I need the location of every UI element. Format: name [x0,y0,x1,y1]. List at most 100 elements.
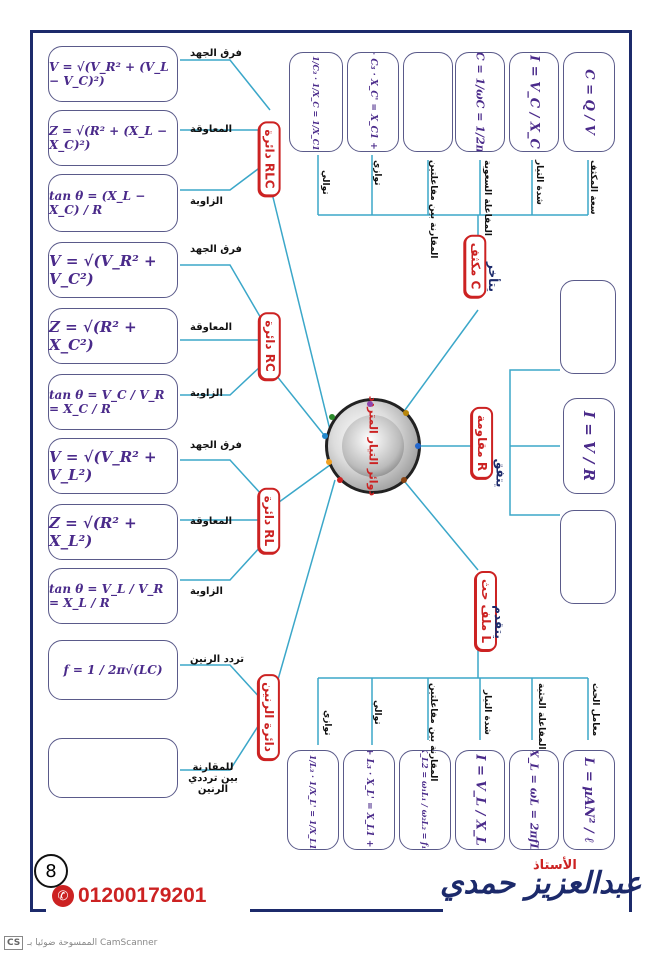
resonance-label: تردد الرنين [190,654,244,665]
rc-formula-box: tan θ = V_C / V_R = X_C / R [48,374,178,430]
rc-label: المعاوقة [190,322,233,333]
rl-label: المعاوقة [190,516,233,527]
scanner-watermark: CS الممسوحة ضوئيا بـ CamScanner [4,936,157,950]
inductor-formula: I = V_L / X_L [472,754,488,846]
resonance-formula-box [48,738,178,798]
connector-dot [337,477,343,483]
page-frame-bottom-left [30,909,46,912]
inductor-label: توازي [322,710,332,736]
rl-label: فرق الجهد [190,440,242,451]
inductor-verb: يتقدم [491,605,506,639]
teacher-title: الأستاذ [533,858,577,873]
inductor-formula-box: X_L = ωL = 2πfL [509,750,559,850]
camscanner-logo: CS [4,936,24,950]
rlc-formula: V = √(V_R² + (V_L − V_C)²) [49,60,169,88]
resistor-formula-box: I = V / R [563,398,615,494]
capacitor-label: المقارنة بين مفاعلتين [428,160,438,259]
connector-dot [322,433,328,439]
rl-formula-box: tan θ = V_L / V_R = X_L / R [48,568,178,624]
phone-contact: ✆ 01200179201 [52,884,206,908]
capacitor-label: توالي [320,170,330,195]
rl-formula: tan θ = V_L / V_R = X_L / R [49,582,164,610]
phone-icon: ✆ [52,885,74,907]
rlc-label: المعاوقة [190,124,233,135]
inductor-formula-box: L' = L₁ + L₂ + L₃ · X_L' = X_L1 + X_L2 +… [343,750,395,850]
capacitor-formula-box [403,52,453,152]
rl-label: الزاوية [190,586,223,597]
resistor-formula-box [560,280,616,374]
resonance-label: للمقارنة بين ترددي الرنين [188,762,238,795]
capacitor-formula: C = Q / V [581,69,597,135]
rlc-label: فرق الجهد [190,48,242,59]
center-title: دوائر التيار المتردد [366,395,380,497]
connector-dot [415,443,421,449]
resistor-tag: مقاومة R [471,406,494,480]
page-number: 8 [34,854,68,888]
rl-formula-box: Z = √(R² + X_L²) [48,504,178,560]
rc-label: فرق الجهد [190,244,242,255]
resistor-verb: يتفق [493,458,508,488]
rlc-label: الزاوية [190,196,223,207]
resistor-formula-box [560,510,616,604]
rl-formula-box: V = √(V_R² + V_L²) [48,438,178,494]
rlc-formula-box: V = √(V_R² + (V_L − V_C)²) [48,46,178,102]
rc-tag: دائرة RC [258,312,281,380]
rc-formula: V = √(V_R² + V_C²) [49,252,157,288]
capacitor-label: المفاعلة السعوية [482,160,492,236]
inductor-formula-box: L = μAN² / ℓ [563,750,615,850]
capacitor-formula: X_C = 1/ωC = 1/2πfC [473,52,487,152]
page-frame-bottom [250,909,443,912]
connector-dot [403,410,409,416]
rl-tag: دائرة RL [258,487,281,555]
capacitor-formula-box: C = C₁ + C₂ + C₃ · X_C' = X_C1 + X_C2 + … [347,52,399,152]
capacitor-label: سعة المكثف [588,160,598,215]
inductor-formula-box: X_L1 / X_L2 = ω₁L₁ / ω₂L₂ = f₁L₁ / f₂L₂ [399,750,451,850]
capacitor-formula-box: X_C = 1/ωC = 1/2πfC [455,52,505,152]
rc-label: الزاوية [190,388,223,399]
connector-dot [329,414,335,420]
capacitor-formula: 1/C = 1/C₁ + 1/C₂ + 1/C₃ · 1/X_C = 1/X_C… [311,53,321,151]
inductor-formula-box: 1/L' = 1/L₁ + 1/L₂ + 1/L₃ · 1/X_L' = 1/X… [287,750,339,850]
rlc-formula-box: Z = √(R² + (X_L − X_C)²) [48,110,178,166]
teacher-signature: عبدالعزيز حمدي [440,866,642,901]
inductor-label: شدة التيار [482,690,492,735]
capacitor-formula-box: I = V_C / X_C [509,52,559,152]
inductor-label: توالي [372,700,382,725]
resonance-tag: دائرة الرنين [257,674,280,760]
rc-formula-box: Z = √(R² + X_C²) [48,308,178,364]
rc-formula-box: V = √(V_R² + V_C²) [48,242,178,298]
rlc-formula: Z = √(R² + (X_L − X_C)²) [49,124,168,152]
rlc-formula: tan θ = (X_L − X_C) / R [49,189,146,217]
capacitor-verb: يتأخر [486,261,501,293]
capacitor-formula: C = C₁ + C₂ + C₃ · X_C' = X_C1 + X_C2 + … [368,53,378,151]
rl-formula: Z = √(R² + X_L²) [49,514,137,550]
resonance-formula: f = 1 / 2π√(LC) [63,663,163,677]
capacitor-formula: I = V_C / X_C [526,55,542,149]
connector-dot [326,459,332,465]
capacitor-formula-box: 1/C = 1/C₁ + 1/C₂ + 1/C₃ · 1/X_C = 1/X_C… [289,52,343,152]
capacitor-label: توازي [372,160,382,186]
rlc-tag: دائرة RLC [258,121,281,197]
rc-formula: tan θ = V_C / V_R = X_C / R [49,388,165,416]
rc-formula: Z = √(R² + X_C²) [49,318,137,354]
capacitor-label: شدة التيار [534,160,544,205]
center-node-inner [342,415,404,477]
inductor-label: المفاعلة الحثية [536,683,546,750]
connector-dot [367,401,373,407]
connector-dot [401,477,407,483]
inductor-formula: X_L = ωL = 2πfL [527,750,541,850]
inductor-formula: L = μAN² / ℓ [581,757,596,843]
inductor-formula-box: I = V_L / X_L [455,750,505,850]
inductor-label: المقارنة بين مفاعلتين [428,683,438,782]
resonance-formula-box: f = 1 / 2π√(LC) [48,640,178,700]
resistor-formula: I = V / R [580,410,598,482]
capacitor-tag: مكثف C [464,234,487,298]
rlc-formula-box: tan θ = (X_L − X_C) / R [48,174,178,232]
capacitor-formula-box: C = Q / V [563,52,615,152]
page-frame [30,30,632,912]
inductor-formula: 1/L' = 1/L₁ + 1/L₂ + 1/L₃ · 1/X_L' = 1/X… [308,751,318,849]
phone-number: 01200179201 [78,884,207,907]
inductor-formula: L' = L₁ + L₂ + L₃ · X_L' = X_L1 + X_L2 +… [364,751,374,849]
rl-formula: V = √(V_R² + V_L²) [49,448,157,484]
